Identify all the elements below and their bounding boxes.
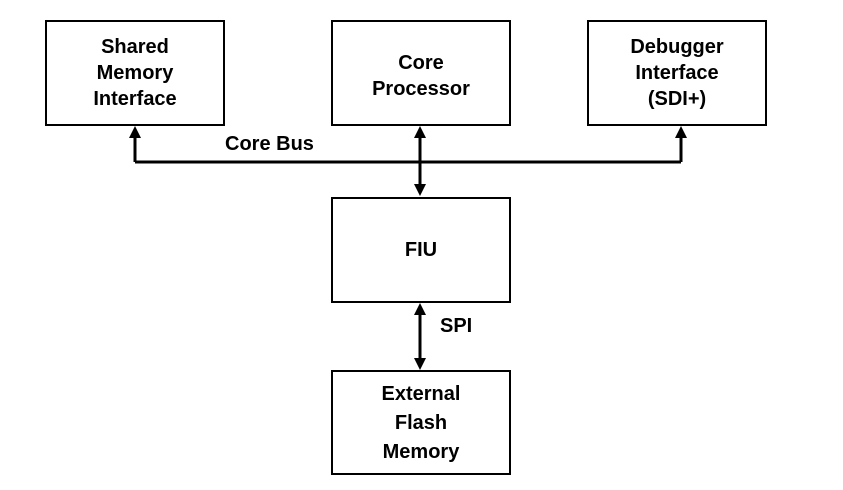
fiu-top-arrowhead [414,184,426,196]
fiu-bottom-arrowhead [414,303,426,315]
external-flash-line-2: Flash [394,412,448,434]
shared-memory-interface-block: Shared Memory Interface [45,20,225,126]
debugger-line-1: Debugger [630,36,724,58]
debugger-arrowhead [675,126,687,138]
fiu-line-1: FIU [404,239,438,261]
debugger-interface-block: Debugger Interface (SDI+) [587,20,767,126]
spi-label: SPI [440,315,473,337]
core-processor-line-2: Processor [372,78,470,100]
external-flash-line-1: External [381,383,461,405]
debugger-line-3: (SDI+) [647,88,707,110]
fiu-block: FIU [331,197,511,303]
shared-memory-line-3: Interface [93,88,177,110]
shared-memory-line-2: Memory [96,62,174,84]
core-processor-line-1: Core [398,52,444,74]
core-bus-label: Core Bus [225,133,314,155]
debugger-line-2: Interface [635,62,719,84]
external-flash-arrowhead [414,358,426,370]
shared-memory-line-1: Shared [101,36,169,58]
shared-memory-arrowhead [129,126,141,138]
core-processor-block: Core Processor [331,20,511,126]
external-flash-line-3: Memory [382,441,460,463]
core-processor-arrowhead [414,126,426,138]
external-flash-memory-block: External Flash Memory [331,370,511,475]
